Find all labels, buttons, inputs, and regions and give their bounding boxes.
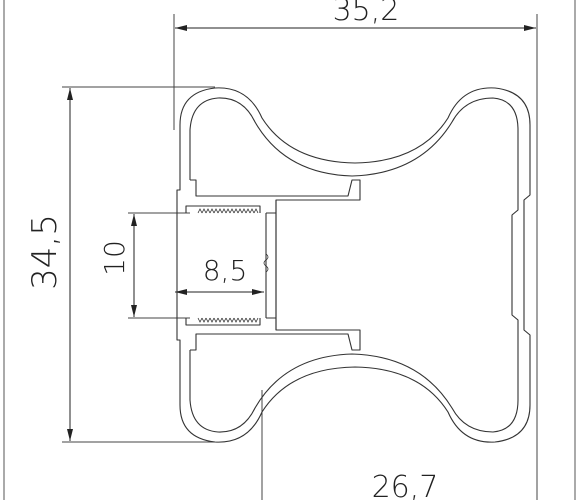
- inner-chamber-upper: [189, 97, 519, 265]
- outer-contour-lower: [176, 265, 531, 443]
- dim-slot-height: 10: [98, 240, 131, 276]
- slot-teeth-lower: [197, 317, 259, 323]
- slot-lower-jaw: [185, 318, 261, 326]
- dim-overall-width: 35,2: [333, 0, 400, 28]
- slot-break-mark: [263, 253, 269, 273]
- dim-slot-depth: 8,5: [203, 254, 248, 287]
- slot-lip-upper: [190, 179, 361, 214]
- inner-chamber-lower: [189, 265, 519, 433]
- dim-overall-height: 34,5: [25, 214, 65, 290]
- slot-teeth-upper: [197, 208, 259, 214]
- extension-lines: [62, 14, 538, 500]
- dim-lower-width: 26,7: [372, 470, 439, 500]
- outer-contour-upper: [176, 87, 531, 265]
- slot-lip-lower: [190, 317, 361, 351]
- frame-lines: [3, 0, 576, 500]
- slot-upper-jaw: [185, 205, 261, 213]
- slot-teeth: [197, 208, 269, 323]
- dimension-lines: [67, 25, 536, 441]
